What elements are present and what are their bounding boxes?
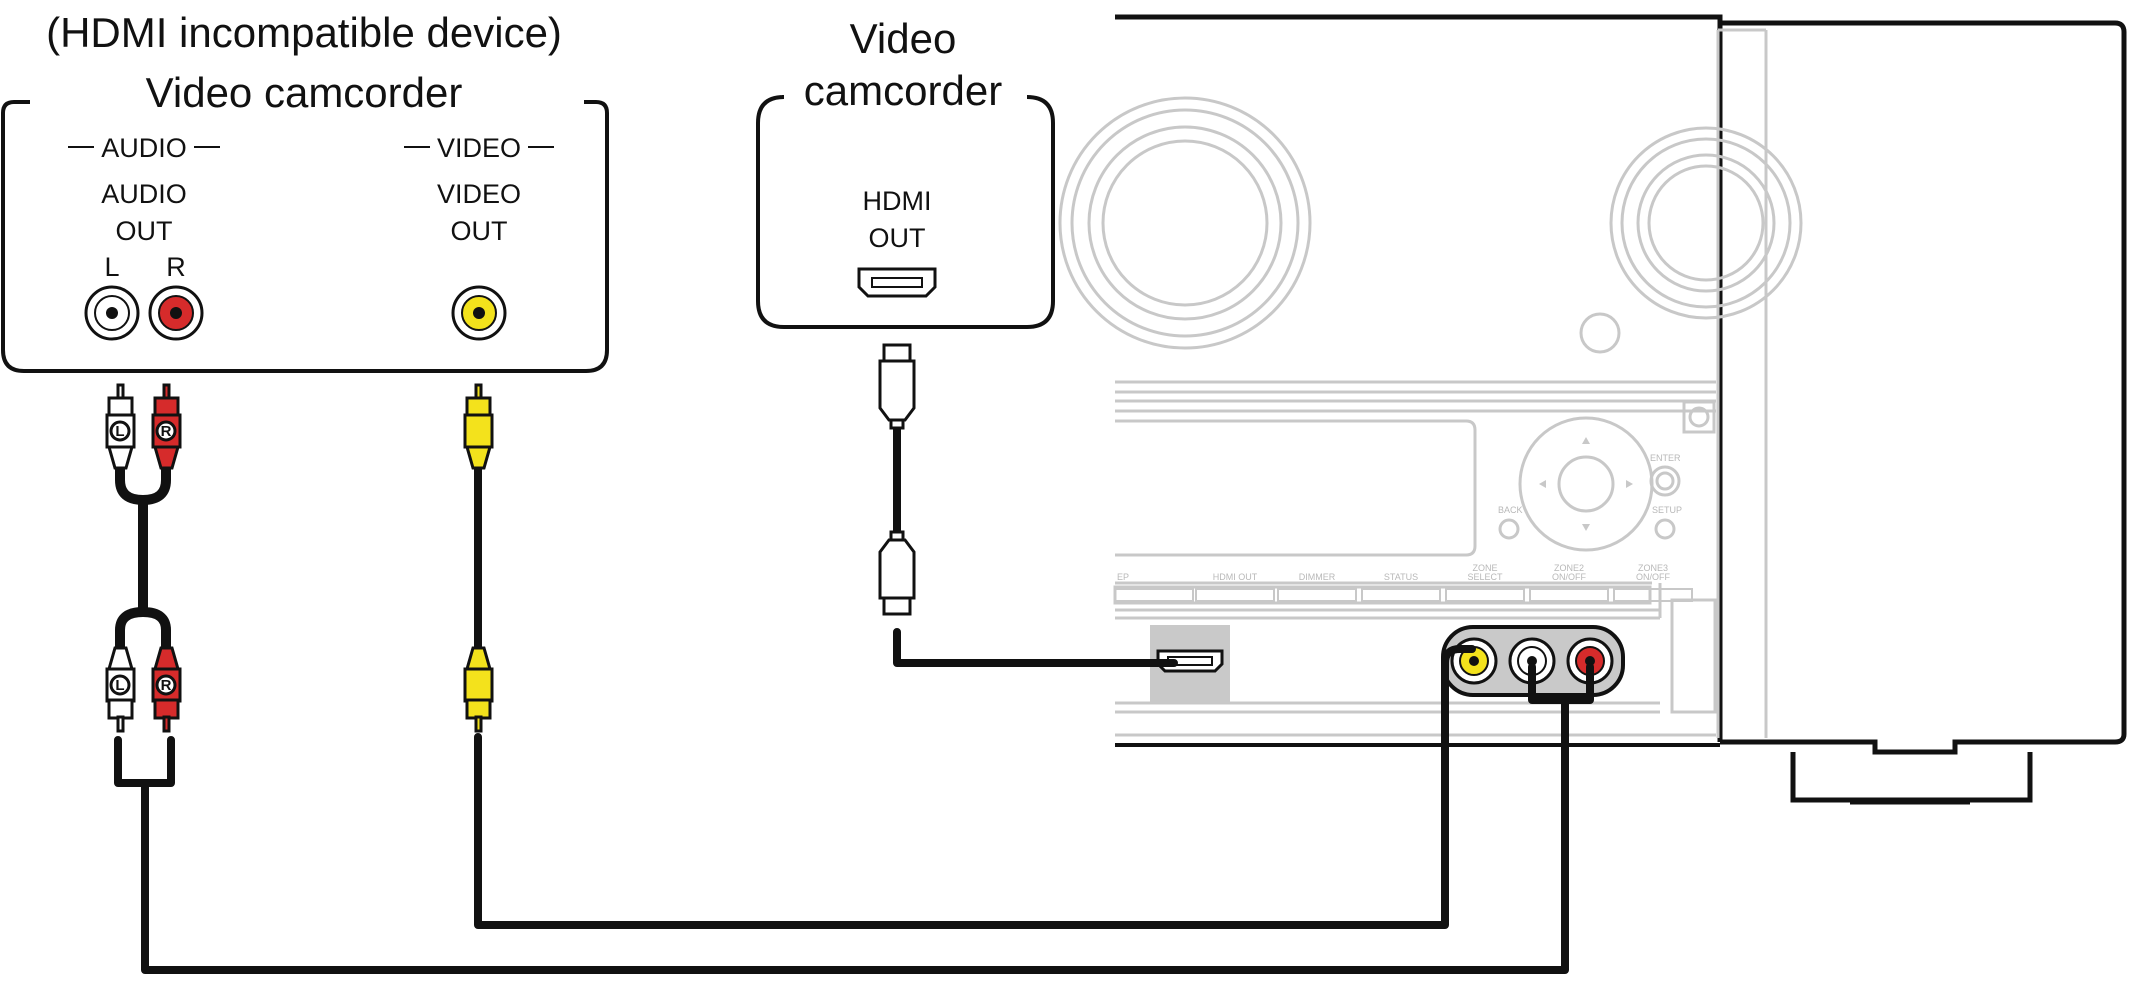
- analog-device-title: Video camcorder: [146, 69, 463, 116]
- receiver-button-label: ZONE2: [1554, 563, 1584, 573]
- video-out-label-line1: VIDEO: [437, 179, 521, 209]
- audio-cable-y: [115, 468, 171, 648]
- analog-camcorder: (HDMI incompatible device) Video camcord…: [1, 9, 609, 373]
- video-rca-cable: [463, 383, 494, 733]
- receiver-button: [1195, 588, 1275, 602]
- audio-right-label: R: [166, 252, 186, 282]
- plug-right-label-lower: R: [161, 677, 172, 694]
- video-out-label-line2: OUT: [451, 216, 508, 246]
- volume-knob-left: [1058, 96, 1312, 350]
- receiver-button-label: ZONE3: [1638, 563, 1668, 573]
- back-label: BACK: [1498, 505, 1523, 515]
- plug-left-label-upper: L: [115, 423, 124, 440]
- audio-section-label: AUDIO: [101, 133, 187, 163]
- plug-left-label-lower: L: [115, 677, 124, 694]
- video-cable-to-receiver: [474, 645, 1476, 929]
- receiver-button-label: ON/OFF: [1552, 572, 1586, 582]
- receiver-button: [1114, 588, 1194, 602]
- navigation-pad: [1518, 416, 1654, 552]
- audio-left-label: L: [104, 252, 119, 282]
- video-section-label: VIDEO: [437, 133, 521, 163]
- audio-left-out-jack: [84, 285, 140, 341]
- audio-rca-plugs-lower: [105, 646, 182, 733]
- small-knob: [1579, 312, 1621, 354]
- receiver-audio-left-jack: [1508, 637, 1556, 685]
- receiver-button: [1613, 588, 1693, 602]
- audio-rca-plugs-upper: [105, 383, 182, 470]
- receiver-button-label: ZONE: [1472, 563, 1497, 573]
- receiver-button: [1277, 588, 1357, 602]
- plug-right-label-upper: R: [161, 423, 172, 440]
- receiver-button-label: DIMMER: [1299, 572, 1336, 582]
- receiver-button-label: SELECT: [1467, 572, 1503, 582]
- receiver-button-label: EP: [1117, 572, 1129, 582]
- hdmi-camcorder: Video camcorder HDMI OUT: [756, 15, 1055, 329]
- hdmi-device-title-line2: camcorder: [804, 67, 1002, 114]
- audio-cable-to-receiver: [141, 696, 1569, 974]
- hdmi-out-label-line1: HDMI: [863, 186, 932, 216]
- analog-device-subtitle: (HDMI incompatible device): [46, 9, 562, 56]
- receiver-button: [1361, 588, 1441, 602]
- receiver-button: [1529, 588, 1609, 602]
- hdmi-out-port: [857, 267, 937, 298]
- receiver-hdmi-port: [1150, 625, 1230, 703]
- audio-right-out-jack: [148, 285, 204, 341]
- receiver-button: [1445, 588, 1525, 602]
- audio-out-label-line2: OUT: [116, 216, 173, 246]
- receiver-button-label: HDMI OUT: [1213, 572, 1258, 582]
- volume-knob-right: [1609, 126, 1803, 320]
- cable-lines: [114, 628, 1594, 974]
- enter-label: ENTER: [1650, 453, 1681, 463]
- hdmi-out-label-line2: OUT: [869, 223, 926, 253]
- receiver-button-label: ON/OFF: [1636, 572, 1670, 582]
- receiver-av-input-jacks: [1441, 625, 1625, 697]
- audio-out-label-line1: AUDIO: [101, 179, 187, 209]
- setup-label: SETUP: [1652, 505, 1682, 515]
- hdmi-cable: [878, 343, 916, 616]
- video-out-jack: [451, 285, 507, 341]
- receiver-button-label: STATUS: [1384, 572, 1418, 582]
- hdmi-cable-to-receiver: [893, 628, 1178, 667]
- hdmi-device-title-line1: Video: [850, 15, 957, 62]
